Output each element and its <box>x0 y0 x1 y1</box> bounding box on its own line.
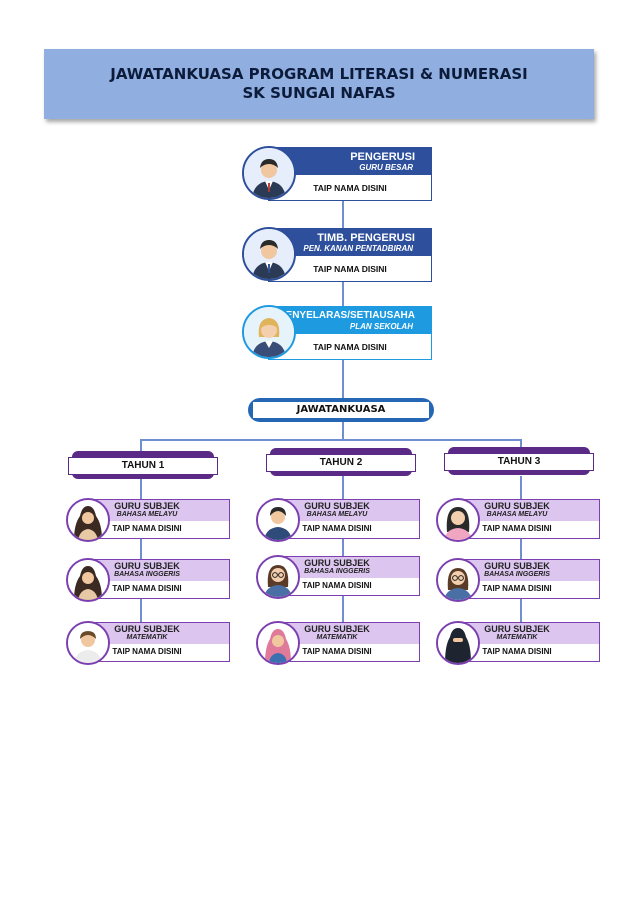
year-label-tahun-2: TAHUN 2 <box>266 448 416 476</box>
leader-role: PENYELARAS/SETIAUSAHA <box>278 310 415 321</box>
leader-card-timb-pengerusi: TIMB. PENGERUSI PEN. KANAN PENTADBIRAN T… <box>242 227 432 282</box>
leader-role: PENGERUSI <box>350 151 415 163</box>
connector-line <box>342 422 344 440</box>
woman-hijab-avatar-icon <box>66 558 110 602</box>
teacher-card: GURU SUBJEK MATEMATIK TAIP NAMA DISINI <box>256 621 420 665</box>
woman-hijab-pink-avatar-icon <box>256 621 300 665</box>
teacher-role: GURU SUBJEK <box>114 561 180 571</box>
leader-subtitle: PLAN SEKOLAH <box>349 322 413 331</box>
teacher-name: TAIP NAMA DISINI <box>302 647 372 656</box>
teacher-subject: MATEMATIK <box>316 634 358 641</box>
year-label-text: TAHUN 3 <box>444 453 594 471</box>
teacher-name: TAIP NAMA DISINI <box>112 647 182 656</box>
teacher-role: GURU SUBJEK <box>484 501 550 511</box>
year-label-tahun-3: TAHUN 3 <box>444 447 594 475</box>
teacher-name: TAIP NAMA DISINI <box>482 647 552 656</box>
teacher-subject: BAHASA MELAYU <box>486 511 548 518</box>
teacher-name: TAIP NAMA DISINI <box>482 524 552 533</box>
teacher-subject: BAHASA MELAYU <box>116 511 178 518</box>
man-suit-avatar-icon <box>242 227 296 281</box>
teacher-name: TAIP NAMA DISINI <box>482 584 552 593</box>
man-avatar-icon <box>256 498 300 542</box>
title-banner: JAWATANKUASA PROGRAM LITERASI & NUMERASI… <box>44 49 594 119</box>
teacher-role: GURU SUBJEK <box>304 558 370 568</box>
teacher-card: GURU SUBJEK BAHASA MELAYU TAIP NAMA DISI… <box>66 498 230 542</box>
teacher-card: GURU SUBJEK BAHASA INGGERIS TAIP NAMA DI… <box>436 558 600 602</box>
leader-name: TAIP NAMA DISINI <box>313 183 387 193</box>
teacher-role: GURU SUBJEK <box>304 624 370 634</box>
teacher-subject: BAHASA INGGERIS <box>484 571 550 578</box>
teacher-subject: BAHASA INGGERIS <box>114 571 180 578</box>
year-label-tahun-1: TAHUN 1 <box>68 451 218 479</box>
year-label-text: TAHUN 2 <box>266 454 416 472</box>
committee-label: JAWATANKUASA <box>253 402 429 418</box>
page-title: JAWATANKUASA PROGRAM LITERASI & NUMERASI <box>110 65 528 83</box>
leader-subtitle: PEN. KANAN PENTADBIRAN <box>303 244 413 253</box>
teacher-role: GURU SUBJEK <box>114 624 180 634</box>
woman-glasses-avatar-icon <box>436 558 480 602</box>
leader-name: TAIP NAMA DISINI <box>313 342 387 352</box>
woman-blonde-avatar-icon <box>242 305 296 359</box>
connector-line <box>140 439 142 453</box>
teacher-subject: BAHASA MELAYU <box>306 511 368 518</box>
teacher-card: GURU SUBJEK MATEMATIK TAIP NAMA DISINI <box>436 621 600 665</box>
teacher-card: GURU SUBJEK BAHASA INGGERIS TAIP NAMA DI… <box>256 555 420 599</box>
teacher-subject: MATEMATIK <box>496 634 538 641</box>
teacher-name: TAIP NAMA DISINI <box>112 524 182 533</box>
teacher-role: GURU SUBJEK <box>304 501 370 511</box>
man-avatar-icon <box>66 621 110 665</box>
teacher-name: TAIP NAMA DISINI <box>302 581 372 590</box>
connector-line <box>342 199 344 231</box>
leader-card-pengerusi: PENGERUSI GURU BESAR TAIP NAMA DISINI <box>242 146 432 201</box>
woman-hijab-avatar-icon <box>66 498 110 542</box>
teacher-name: TAIP NAMA DISINI <box>112 584 182 593</box>
teacher-role: GURU SUBJEK <box>114 501 180 511</box>
teacher-card: GURU SUBJEK BAHASA MELAYU TAIP NAMA DISI… <box>256 498 420 542</box>
leader-role: TIMB. PENGERUSI <box>317 232 415 244</box>
leader-name: TAIP NAMA DISINI <box>313 264 387 274</box>
connector-line <box>520 439 522 451</box>
teacher-card: GURU SUBJEK MATEMATIK TAIP NAMA DISINI <box>66 621 230 665</box>
teacher-card: GURU SUBJEK BAHASA INGGERIS TAIP NAMA DI… <box>66 558 230 602</box>
man-suit-avatar-icon <box>242 146 296 200</box>
teacher-role: GURU SUBJEK <box>484 624 550 634</box>
teacher-name: TAIP NAMA DISINI <box>302 524 372 533</box>
teacher-role: GURU SUBJEK <box>484 561 550 571</box>
committee-bar: JAWATANKUASA <box>248 398 434 422</box>
teacher-subject: BAHASA INGGERIS <box>304 568 370 575</box>
connector-line <box>342 357 344 399</box>
page-subtitle: SK SUNGAI NAFAS <box>242 84 396 102</box>
teacher-subject: MATEMATIK <box>126 634 168 641</box>
woman-avatar-icon <box>436 498 480 542</box>
leader-subtitle: GURU BESAR <box>359 163 413 172</box>
leader-card-penyelaras: PENYELARAS/SETIAUSAHA PLAN SEKOLAH TAIP … <box>242 305 432 360</box>
teacher-card: GURU SUBJEK BAHASA MELAYU TAIP NAMA DISI… <box>436 498 600 542</box>
connector-line <box>342 280 344 308</box>
connector-line <box>140 439 522 441</box>
year-label-text: TAHUN 1 <box>68 457 218 475</box>
woman-glasses-avatar-icon <box>256 555 300 599</box>
woman-niqab-avatar-icon <box>436 621 480 665</box>
